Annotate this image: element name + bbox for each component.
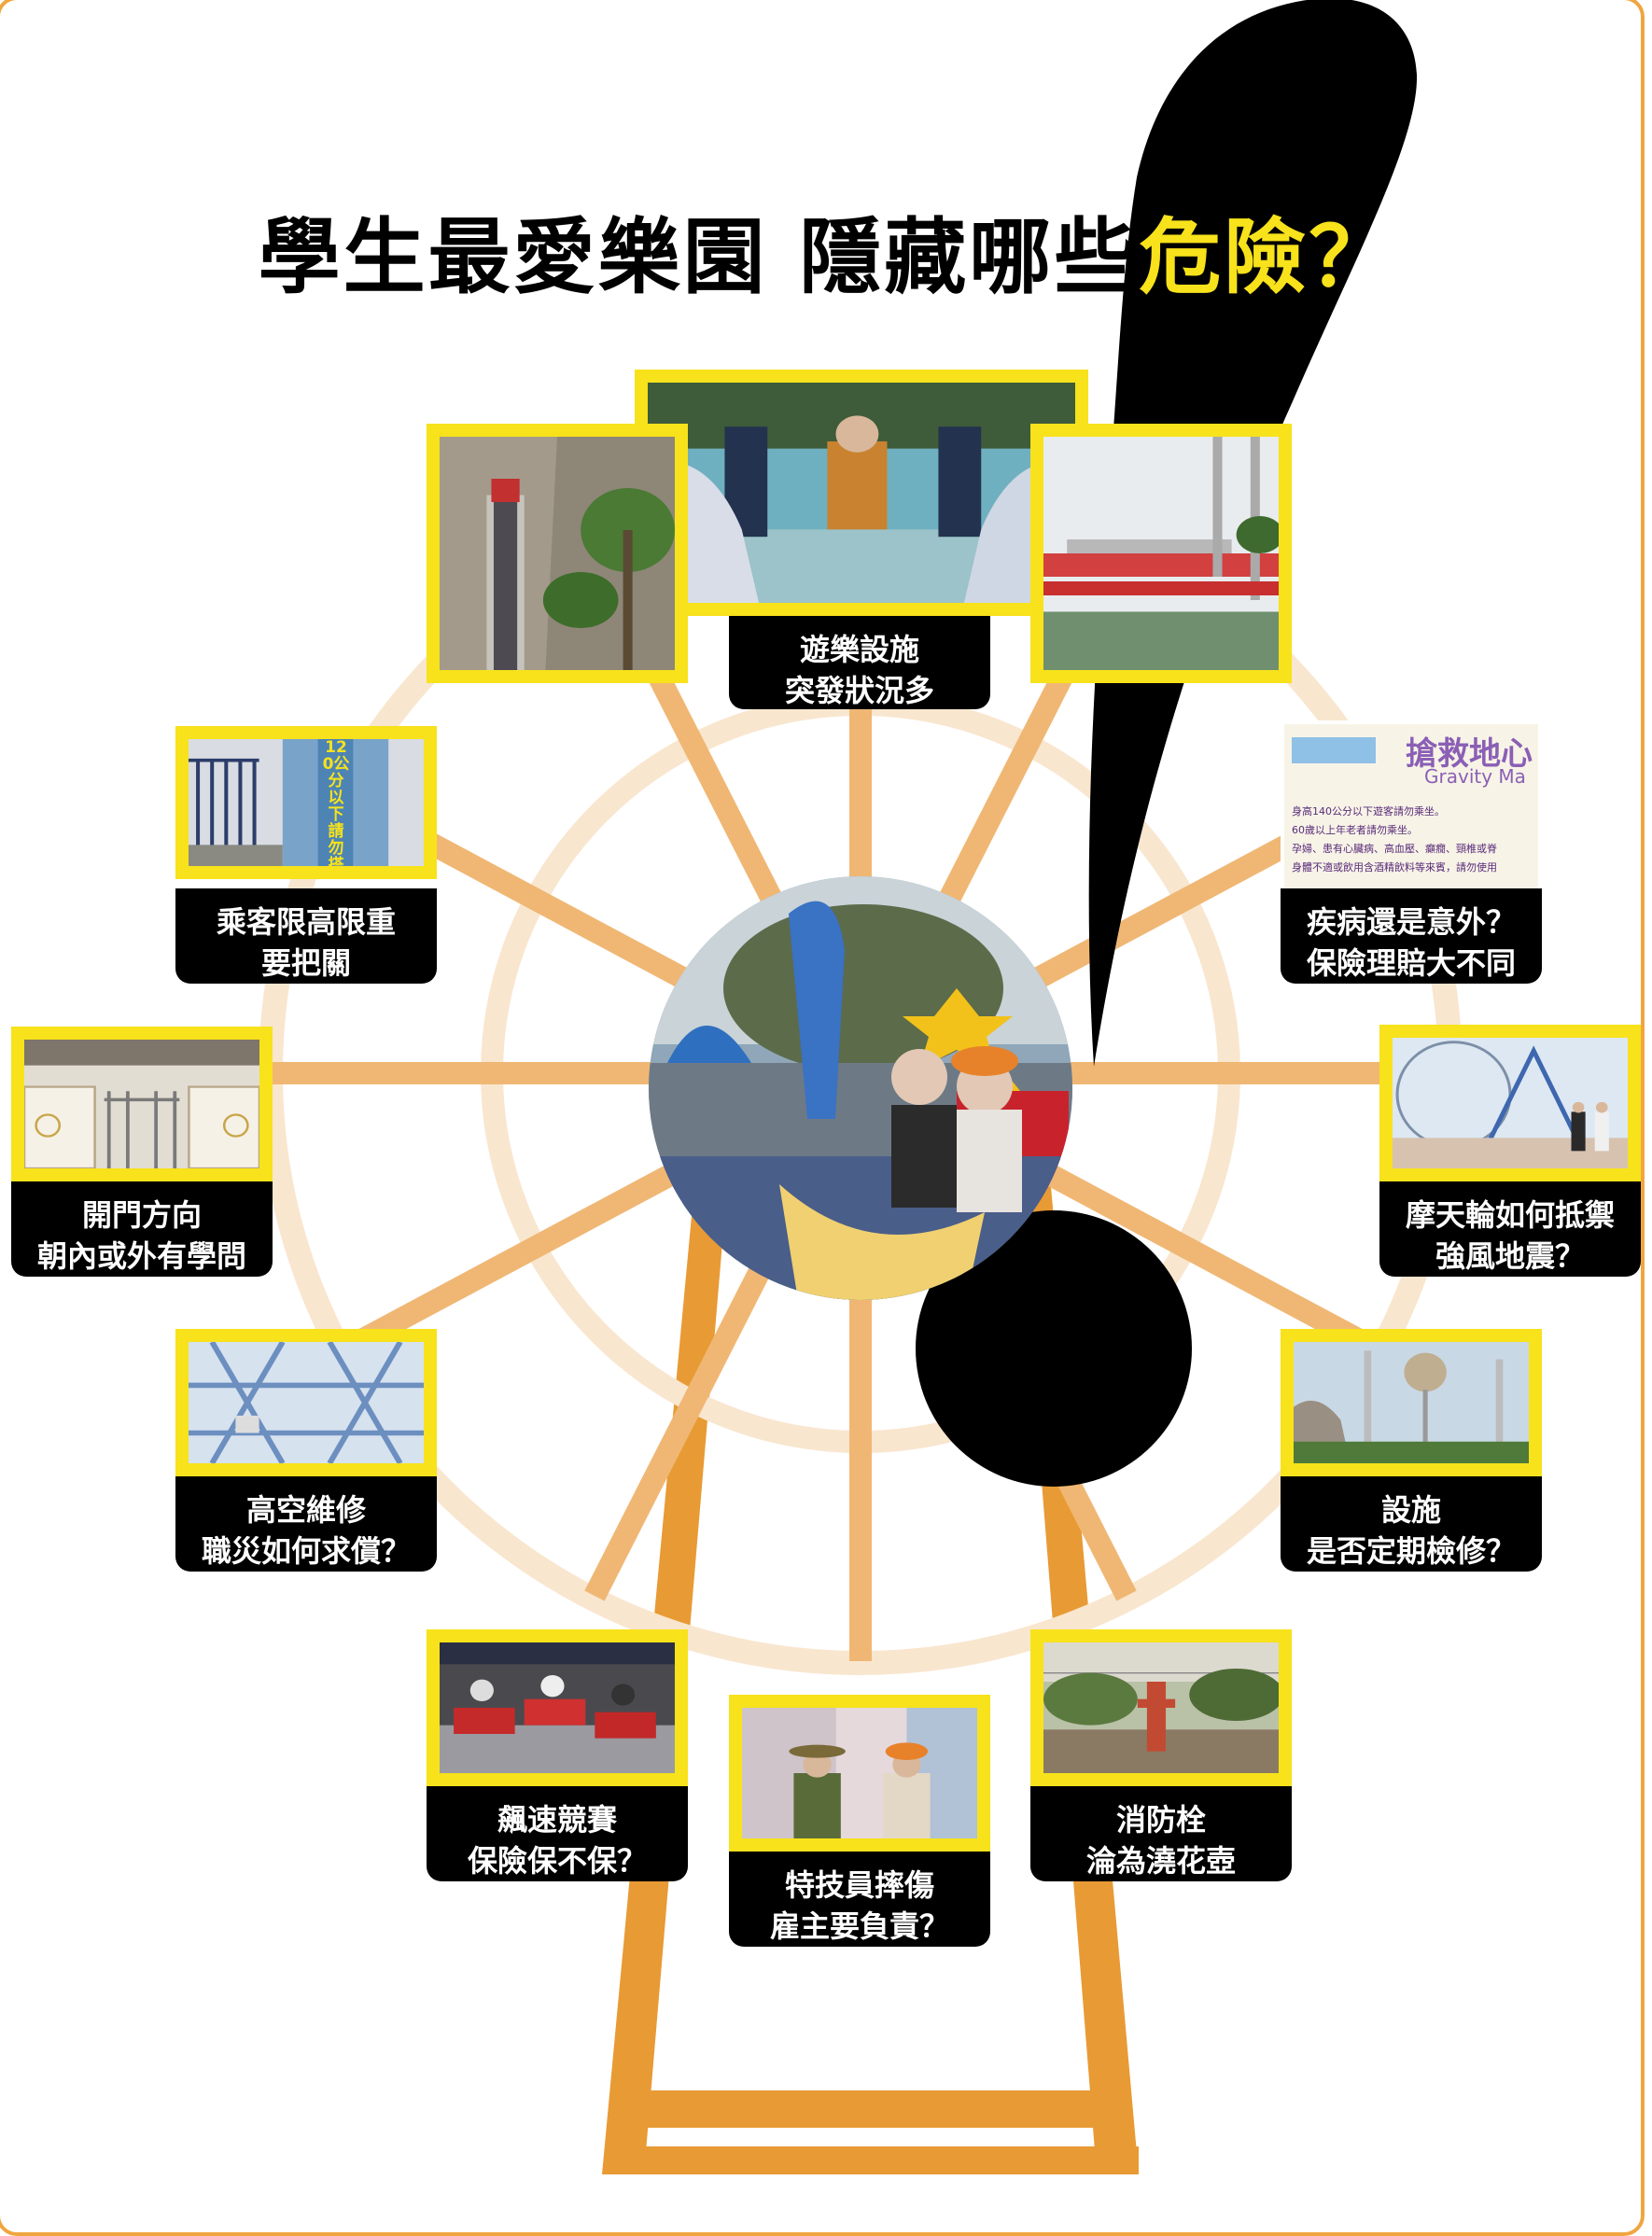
label-door-direction: 開門方向朝內或外有學問 <box>11 1181 273 1277</box>
label-facility-inspection: 設施是否定期檢修？ <box>1281 1476 1542 1572</box>
photo-gate <box>11 1027 273 1181</box>
label-fire-hydrant: 消防栓淪為澆花壺 <box>1030 1786 1292 1881</box>
title-highlight: 危險？ <box>1139 209 1394 305</box>
photo-fire-hydrant <box>1030 1629 1292 1786</box>
photo-waterslide <box>427 424 688 683</box>
photo-ferris-wheel <box>1379 1025 1641 1181</box>
label-height-weight-limit: 乘客限高限重要把關 <box>175 888 437 984</box>
photo-stunt-performer <box>729 1695 990 1852</box>
photo-droptower <box>1030 424 1292 683</box>
exclamation-dot <box>916 1210 1192 1487</box>
page-title: 學生最愛樂園 隱藏哪些危險？ <box>258 209 1394 305</box>
hub-photo <box>649 876 1072 1300</box>
label-high-altitude-repair: 高空維修職災如何求償？ <box>175 1476 437 1572</box>
photo-warning-sign: 搶救地心 Gravity Ma 身高140公分以下遊客請勿乘坐。 60歲以上年老… <box>1281 720 1542 903</box>
label-ferris-wind-quake: 摩天輪如何抵禦強風地震？ <box>1379 1181 1641 1277</box>
sign-rules-text: 身高140公分以下遊客請勿乘坐。 60歲以上年老者請勿乘坐。 孕婦、患有心臟病、… <box>1292 805 1497 873</box>
sign-title-text: 搶救地心 <box>1406 735 1533 773</box>
sign-subtitle-text: Gravity Ma <box>1424 765 1526 788</box>
exclamation-mark-icon <box>1088 0 1418 1067</box>
photo-go-kart <box>427 1629 688 1786</box>
photo-rides <box>635 370 1088 616</box>
photo-facility <box>1281 1329 1542 1476</box>
label-illness-or-accident: 疾病還是意外？保險理賠大不同 <box>1281 888 1542 984</box>
label-stunt-performer: 特技員摔傷雇主要負責？ <box>729 1852 990 1947</box>
label-rides: 遊樂設施突發狀況多 <box>729 616 990 709</box>
label-go-kart: 飆速競賽保險保不保？ <box>427 1786 688 1881</box>
photo-high-altitude <box>175 1329 437 1476</box>
